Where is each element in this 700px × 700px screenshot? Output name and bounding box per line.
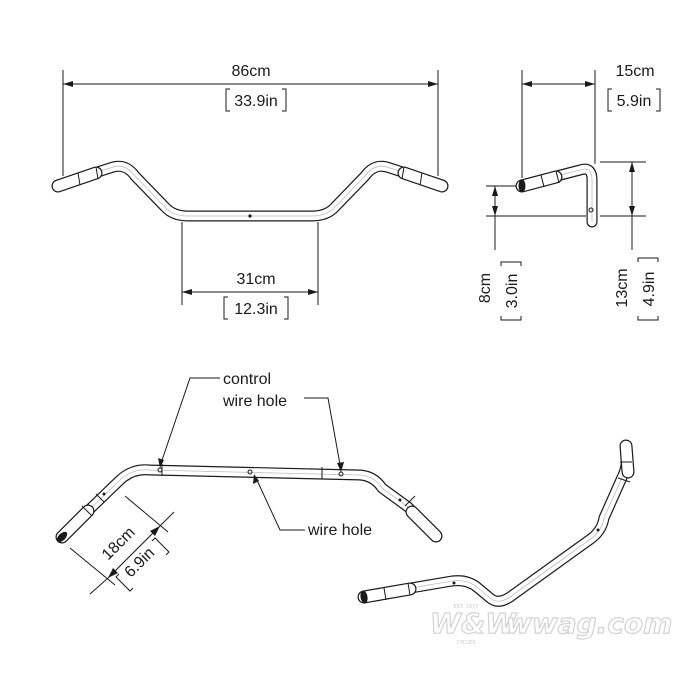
- control-wire-hole-label-line1: control: [223, 371, 271, 388]
- control-wire-hole-label-line2: wire hole: [222, 393, 287, 410]
- perspective-view: control wire hole wire hole 18cm 6.9in: [55, 371, 443, 595]
- watermark-site: wwag.com: [506, 607, 672, 640]
- height-metric: 13cm: [614, 268, 631, 307]
- overall-width-imperial: 33.9in: [234, 93, 278, 110]
- pullback-imperial: 5.9in: [617, 93, 652, 110]
- side-view: 15cm 5.9in 8cm 3.0in 13cm 4.9in: [477, 63, 661, 321]
- rise-imperial: 3.0in: [504, 274, 521, 309]
- rise-metric: 8cm: [477, 273, 494, 303]
- watermark: EST. 1977 W&W CYCLES wwag.com: [429, 604, 673, 646]
- center-width-metric: 31cm: [236, 271, 275, 288]
- grip-length-imperial: 6.9in: [122, 545, 159, 582]
- overall-width-metric: 86cm: [231, 63, 270, 80]
- front-view: 86cm 33.9in 31cm 12.3in: [51, 63, 449, 320]
- watermark-tag-top: EST. 1977: [454, 604, 479, 610]
- wire-hole-label: wire hole: [307, 522, 372, 539]
- watermark-brand: W&W: [430, 607, 517, 640]
- perspective-view-rear: [357, 439, 635, 607]
- height-imperial: 4.9in: [641, 272, 658, 307]
- pullback-metric: 15cm: [615, 63, 654, 80]
- center-width-imperial: 12.3in: [234, 301, 278, 318]
- watermark-tag-bottom: CYCLES: [457, 640, 476, 646]
